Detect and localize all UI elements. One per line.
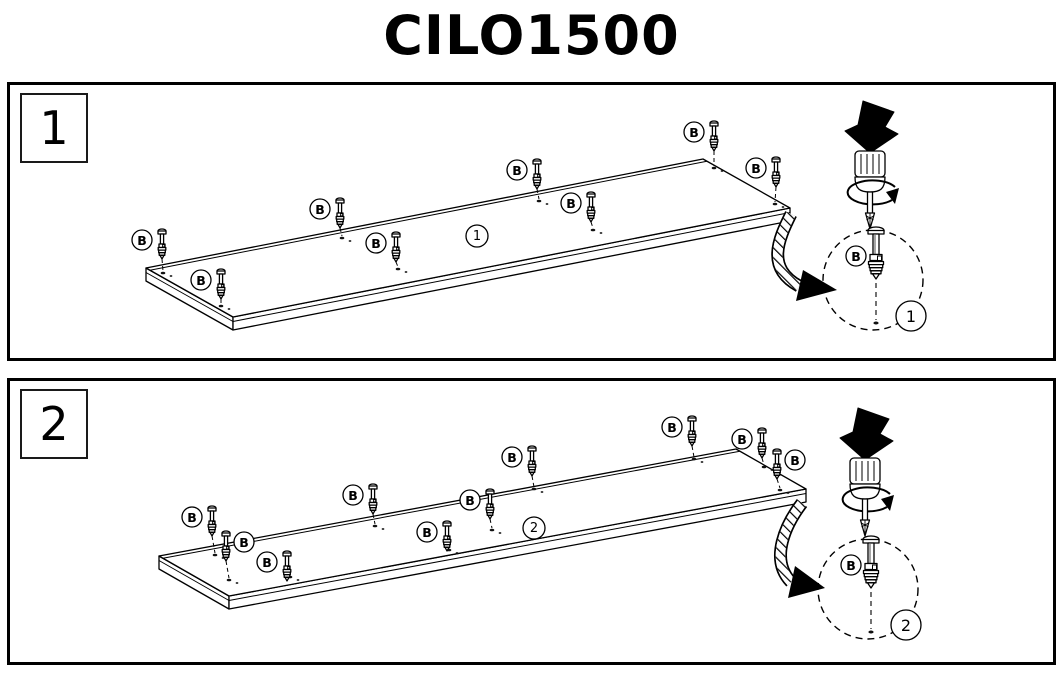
step-2-number-box: 2 xyxy=(20,389,88,459)
step-2-panel xyxy=(7,378,1056,665)
step-1-panel xyxy=(7,82,1056,361)
step-1-number-box: 1 xyxy=(20,93,88,163)
page-title: CILO1500 xyxy=(383,4,680,67)
